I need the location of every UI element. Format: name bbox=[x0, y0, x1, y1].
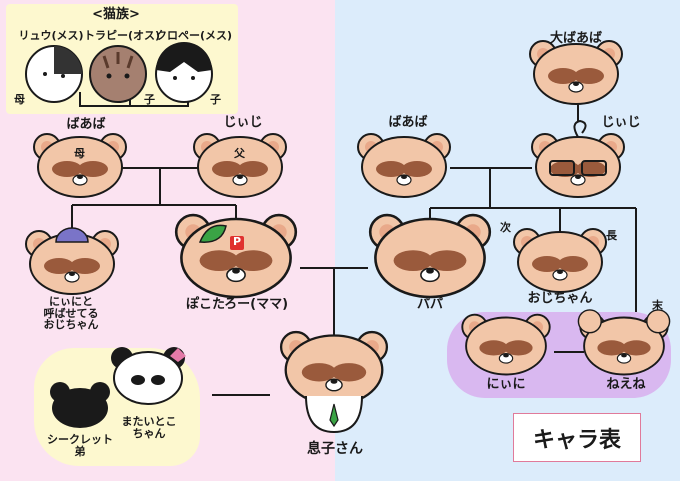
secret-brother-silhouette bbox=[50, 382, 110, 428]
bear-neene bbox=[578, 310, 669, 375]
bear-papa bbox=[370, 215, 490, 297]
right-uncle-label: おじちゃん bbox=[520, 292, 600, 306]
cat-family-heading: <猫族> bbox=[66, 8, 166, 22]
papa-tag: 次 bbox=[500, 222, 511, 234]
neene-label: ねえね bbox=[596, 378, 656, 392]
mama-label: ぽこたろー(ママ) bbox=[172, 298, 302, 312]
cousin-label: またいとこ ちゃん bbox=[112, 416, 186, 439]
bear-left-grandma bbox=[34, 134, 126, 197]
papa-label: パパ bbox=[400, 298, 460, 312]
left-grandma-label: ばあば bbox=[56, 118, 116, 132]
right-grandma-label: ばあば bbox=[378, 116, 438, 130]
cat-name-kuropei: クロペー(メス) bbox=[154, 30, 234, 42]
neene-tag: 末 bbox=[652, 300, 663, 312]
nini-label: にぃに bbox=[476, 378, 536, 392]
cat-ryu bbox=[26, 46, 82, 102]
cat-kuropei bbox=[156, 42, 212, 102]
cat-child-tag-2: 子 bbox=[210, 94, 221, 106]
mama-badge-letter: P bbox=[230, 236, 244, 248]
right-grandpa-label: じぃじ bbox=[594, 116, 648, 130]
bear-son bbox=[281, 332, 387, 404]
uncle-nini-label: にぃにと 呼ばせてる おじちゃん bbox=[28, 296, 114, 331]
left-grandma-face-mark: 母 bbox=[74, 148, 85, 160]
bear-right-grandma bbox=[358, 134, 450, 197]
left-grandpa-label: じぃじ bbox=[216, 116, 270, 130]
bear-left-grandpa bbox=[194, 134, 286, 197]
son-label: 息子さん bbox=[300, 442, 370, 457]
chara-table-title-text: キャラ表 bbox=[533, 422, 621, 454]
left-grandpa-face-mark: 父 bbox=[234, 148, 245, 160]
right-uncle-tag: 長 bbox=[606, 230, 617, 242]
bear-right-uncle bbox=[514, 229, 606, 292]
chara-table-title: キャラ表 bbox=[513, 413, 641, 462]
bear-uncle-nini bbox=[26, 228, 118, 294]
bear-nini bbox=[462, 315, 549, 375]
cat-name-torapi: トラピー(オス) bbox=[84, 30, 160, 42]
great-grandma-label: 大ばあば bbox=[540, 32, 612, 46]
cat-child-tag-1: 子 bbox=[144, 94, 155, 106]
secret-brother-label: シークレット 弟 bbox=[40, 434, 120, 457]
cat-name-ryu: リュウ(メス) bbox=[12, 30, 90, 42]
bear-mama bbox=[176, 215, 296, 297]
cat-torapi bbox=[90, 46, 146, 102]
bear-right-grandpa bbox=[532, 121, 624, 197]
bear-great-grandma bbox=[530, 41, 622, 104]
cat-mother-tag: 母 bbox=[14, 94, 25, 106]
cousin-panda bbox=[111, 347, 186, 404]
son-body bbox=[306, 396, 362, 432]
